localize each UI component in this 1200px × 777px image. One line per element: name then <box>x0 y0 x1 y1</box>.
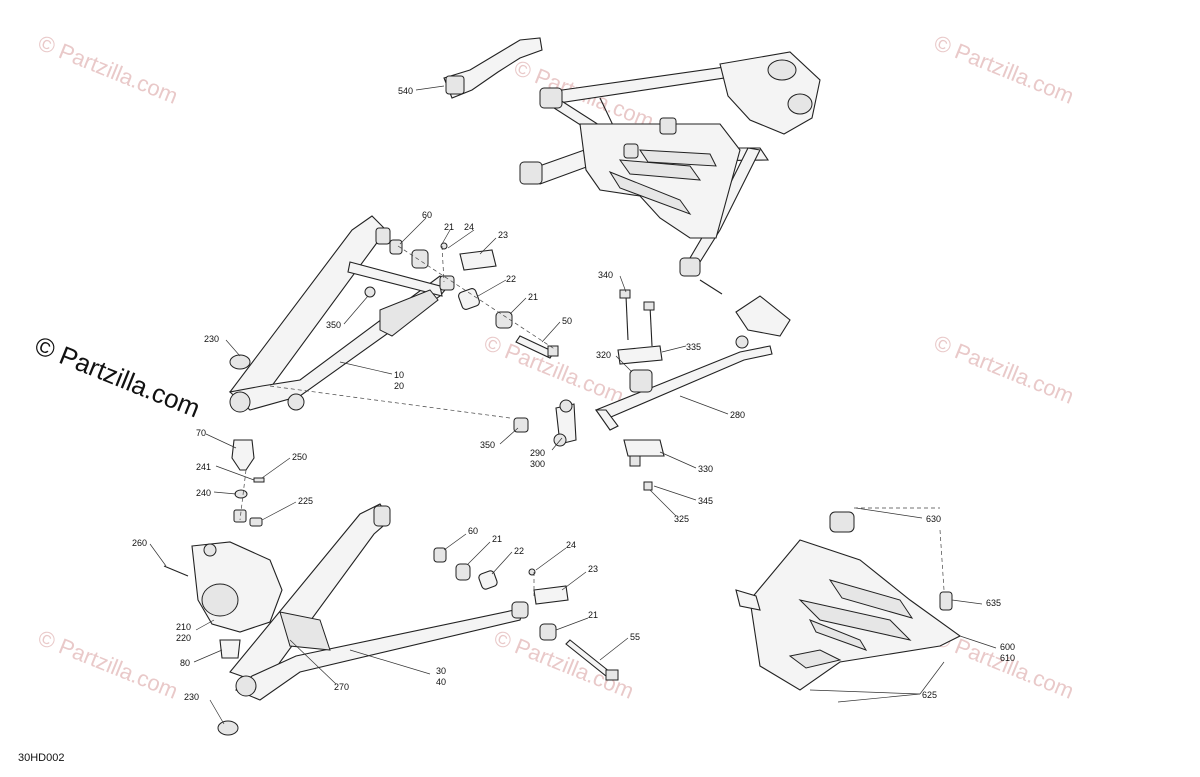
callout-540: 540 <box>398 86 413 96</box>
callout-345: 345 <box>698 496 713 506</box>
callout-625: 625 <box>922 690 937 700</box>
diagram-code: 30HD002 <box>18 752 65 764</box>
callout-23: 23 <box>498 230 508 240</box>
callout-610: 610 <box>1000 653 1015 663</box>
callout-55: 55 <box>630 632 640 642</box>
sway-bar-assembly <box>513 289 791 491</box>
callout-350: 350 <box>326 320 341 330</box>
skid-plate <box>735 511 962 691</box>
callout-600: 600 <box>1000 642 1015 652</box>
callout-230: 230 <box>204 334 219 344</box>
callout-270: 270 <box>334 682 349 692</box>
steering-knuckle <box>163 541 283 659</box>
callout-21: 21 <box>492 534 502 544</box>
callout-22: 22 <box>506 274 516 284</box>
callout-350: 350 <box>480 440 495 450</box>
lower-arm-hardware <box>433 547 619 681</box>
callout-240: 240 <box>196 488 211 498</box>
callout-220: 220 <box>176 633 191 643</box>
callout-labels: 540 60 21 24 23 22 21 50 350 230 10 20 3… <box>132 86 1015 702</box>
callout-260: 260 <box>132 538 147 548</box>
callout-225: 225 <box>298 496 313 506</box>
callout-21: 21 <box>528 292 538 302</box>
callout-250: 250 <box>292 452 307 462</box>
callout-300: 300 <box>530 459 545 469</box>
callout-230: 230 <box>184 692 199 702</box>
callout-40: 40 <box>436 677 446 687</box>
callout-21: 21 <box>444 222 454 232</box>
callout-80: 80 <box>180 658 190 668</box>
assembly-guide-lines <box>239 245 945 596</box>
callout-241: 241 <box>196 462 211 472</box>
callout-60: 60 <box>422 210 432 220</box>
callout-320: 320 <box>596 350 611 360</box>
callout-10: 10 <box>394 370 404 380</box>
leader-lines <box>149 85 997 725</box>
callout-635: 635 <box>986 598 1001 608</box>
callout-630: 630 <box>926 514 941 524</box>
callout-330: 330 <box>698 464 713 474</box>
callout-325: 325 <box>674 514 689 524</box>
upper-arm-hardware <box>229 239 559 370</box>
callout-22: 22 <box>514 546 524 556</box>
callout-210: 210 <box>176 622 191 632</box>
callout-20: 20 <box>394 381 404 391</box>
callout-24: 24 <box>566 540 576 550</box>
callout-30: 30 <box>436 666 446 676</box>
lower-a-arm <box>217 503 529 736</box>
ball-joint-parts <box>231 439 265 527</box>
callout-23: 23 <box>588 564 598 574</box>
callout-70: 70 <box>196 428 206 438</box>
assembled-front-suspension <box>443 37 821 295</box>
upper-a-arm <box>228 215 455 413</box>
callout-24: 24 <box>464 222 474 232</box>
callout-50: 50 <box>562 316 572 326</box>
callout-335: 335 <box>686 342 701 352</box>
callout-60: 60 <box>468 526 478 536</box>
callout-290: 290 <box>530 448 545 458</box>
callout-280: 280 <box>730 410 745 420</box>
callout-21: 21 <box>588 610 598 620</box>
callout-340: 340 <box>598 270 613 280</box>
